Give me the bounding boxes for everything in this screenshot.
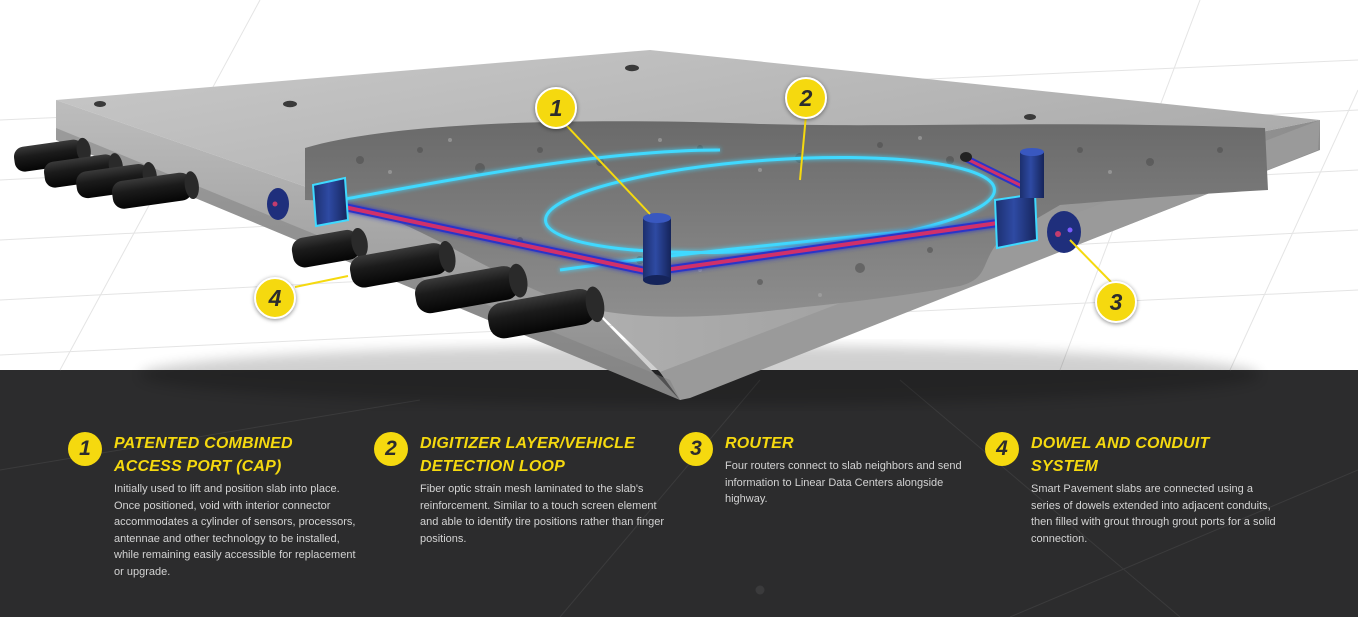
feature-title-line-2: SYSTEM [1031,458,1098,475]
grout-ports [94,64,1036,120]
feature-title: PATENTED COMBINED ACCESS PORT (CAP) [114,432,358,478]
feature-router: 3 ROUTER Four routers connect to slab ne… [679,432,969,508]
feature-title-line-2: ACCESS PORT (CAP) [114,458,282,475]
feature-description: Fiber optic strain mesh laminated to the… [420,483,664,545]
feature-number-badge: 1 [68,432,102,466]
feature-number-badge: 4 [985,432,1019,466]
feature-digitizer-layer: 2 DIGITIZER LAYER/VEHICLE DETECTION LOOP… [374,432,664,547]
feature-title: ROUTER [725,432,969,455]
dowels [13,137,605,339]
feature-number-badge: 2 [374,432,408,466]
feature-title-line-2: DETECTION LOOP [420,458,566,475]
feature-number-badge: 3 [679,432,713,466]
feature-title: DIGITIZER LAYER/VEHICLE DETECTION LOOP [420,432,664,478]
router-blocks [311,176,1039,250]
feature-title-line-1: PATENTED COMBINED [114,435,293,452]
callout-leaders [294,114,1114,288]
callout-3-badge: 3 [1095,281,1137,323]
access-port-cylinders [643,148,1044,285]
callout-2-badge: 2 [785,77,827,119]
feature-dowel-conduit: 4 DOWEL AND CONDUIT SYSTEM Smart Pavemen… [985,432,1276,547]
feature-description: Smart Pavement slabs are connected using… [1031,483,1276,545]
callout-4-badge: 4 [254,277,296,319]
callout-1-badge: 1 [535,87,577,129]
feature-title-line-1: DOWEL AND CONDUIT [1031,435,1210,452]
feature-access-port: 1 PATENTED COMBINED ACCESS PORT (CAP) In… [68,432,358,580]
feature-title: DOWEL AND CONDUIT SYSTEM [1031,432,1275,478]
feature-title-line-1: ROUTER [725,435,794,452]
feature-description: Initially used to lift and position slab… [114,483,356,578]
feature-title-line-1: DIGITIZER LAYER/VEHICLE [420,435,635,452]
feature-description: Four routers connect to slab neighbors a… [725,460,962,505]
